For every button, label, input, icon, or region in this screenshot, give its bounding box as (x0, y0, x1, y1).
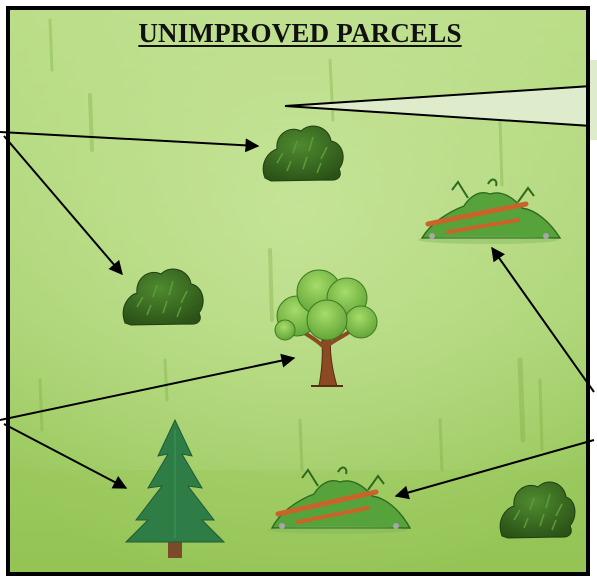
shrub-icon (122, 268, 204, 326)
callout-box-edge (588, 60, 597, 140)
arrow-to-debris-top (491, 246, 595, 393)
brush-debris-pile-icon (418, 178, 562, 244)
diagram-title: UNIMPROVED PARCELS (138, 18, 462, 48)
grass-streaks (38, 18, 544, 472)
arrow-to-deciduous-tree (0, 353, 296, 421)
arrow-to-shrub-top (0, 131, 260, 153)
deciduous-tree-icon (274, 269, 378, 387)
arrow-to-debris-bottom (394, 439, 595, 500)
brush-debris-pile-icon (268, 466, 412, 534)
shrub-icon (499, 481, 576, 539)
arrows (0, 131, 595, 500)
arrow-to-shrub-left (3, 135, 123, 276)
shrub-icon (262, 125, 344, 182)
pine-tree-icon (124, 418, 226, 558)
arrow-to-pine-tree (3, 423, 128, 489)
